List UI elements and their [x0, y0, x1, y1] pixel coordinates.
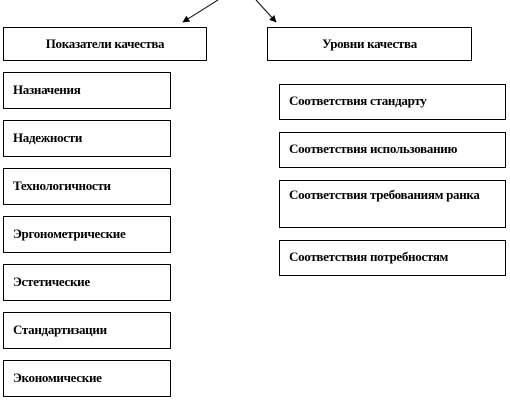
indicator-ergonomic-label: Эргонометрические [13, 225, 126, 241]
level-needs-compliance-label: Соответствия потребностям [289, 249, 449, 264]
indicator-standardization: Стандартизации [3, 312, 171, 349]
indicator-reliability: Надежности [3, 120, 171, 157]
level-market-compliance-label: Соответствия требованиям ранка [289, 187, 480, 202]
level-standard-compliance-label: Соответствия стандарту [289, 93, 427, 108]
quality-indicators-header-label: Показатели качества [45, 36, 165, 51]
indicator-purpose-label: Назначения [13, 81, 81, 97]
indicator-manufacturability: Технологичности [3, 168, 171, 205]
indicator-purpose: Назначения [3, 72, 171, 109]
quality-levels-header-label: Уровни качества [322, 36, 417, 51]
indicator-standardization-label: Стандартизации [13, 321, 107, 337]
quality-levels-header: Уровни качества [267, 27, 472, 61]
indicator-manufacturability-label: Технологичности [13, 177, 111, 193]
level-use-compliance: Соответствия использованию [279, 132, 506, 168]
arrow-to-levels [255, 0, 277, 23]
level-needs-compliance: Соответствия потребностям [279, 240, 506, 276]
quality-indicators-header: Показатели качества [3, 27, 207, 61]
indicator-reliability-label: Надежности [13, 129, 83, 145]
level-use-compliance-label: Соответствия использованию [289, 141, 458, 156]
indicator-economic: Экономические [3, 360, 171, 397]
indicator-aesthetic: Эстетические [3, 264, 171, 301]
arrow-to-indicators [182, 0, 219, 23]
indicator-aesthetic-label: Эстетические [13, 273, 90, 289]
level-standard-compliance: Соответствия стандарту [279, 84, 506, 120]
level-market-compliance: Соответствия требованиям ранка [279, 180, 506, 228]
indicator-ergonomic: Эргонометрические [3, 216, 171, 253]
indicator-economic-label: Экономические [13, 369, 102, 385]
